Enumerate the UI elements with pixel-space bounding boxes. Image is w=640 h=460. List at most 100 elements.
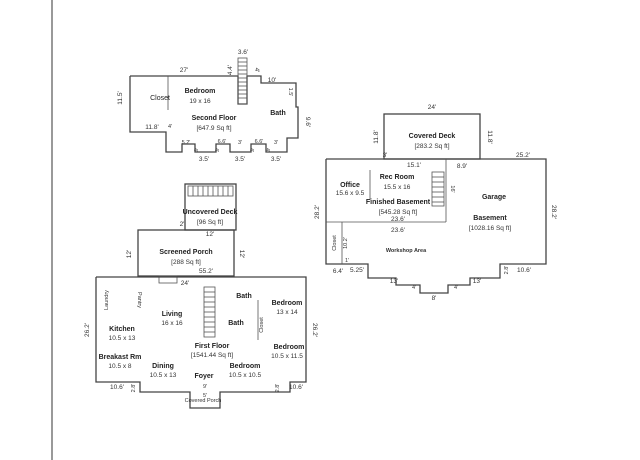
second-floor-plan: Closet Bedroom 19 x 16 Second Floor [647… (117, 49, 311, 163)
first-floor-outline (95, 276, 307, 409)
dim-b9: 4' (264, 148, 270, 152)
dim-b4a: 4' (412, 285, 416, 291)
dim-r64: 6.4' (333, 268, 343, 275)
dim-right-width: 10' (268, 77, 276, 84)
bedroom-bottom-size: 10.5 x 10.5 (229, 372, 262, 379)
screened-porch-label: Screened Porch (159, 249, 212, 256)
dim-r236b: 23.6' (391, 227, 405, 234)
bedroom-size: 19 x 16 (189, 98, 211, 105)
dim-b4: 4' (213, 148, 219, 152)
covered-porch-dim: 5' (203, 393, 207, 399)
foyer-label: Foyer (194, 373, 213, 380)
dim-s3: 3.5' (271, 156, 281, 163)
basement-plan: Covered Deck [283.2 Sq ft] 24' 11.8' 11.… (314, 104, 557, 302)
dim-deck-left: 11.8' (373, 130, 380, 143)
dim-r15: 15.1' (407, 162, 421, 169)
dim-b106: 10.6' (517, 267, 531, 274)
dim-bottom-left: 11.8' (145, 124, 158, 131)
dim-first-bottom-right: 10.6' (289, 384, 303, 391)
bedroom-right-label: Bedroom (274, 344, 305, 351)
kitchen-size: 10.5 x 13 (109, 335, 136, 342)
finished-basement-area: [545.28 Sq ft] (379, 209, 418, 216)
basement-area: [1028.16 Sq ft] (469, 225, 511, 232)
dim-right-height: 9.6' (304, 117, 311, 127)
dim-b8: 3' (274, 140, 278, 146)
living-size: 16 x 16 (161, 320, 183, 327)
dim-r525: 5.25' (350, 267, 364, 274)
second-floor-title: Second Floor (192, 115, 237, 122)
bedroom-top-size: 13 x 14 (276, 309, 298, 316)
dim-first-right-stub: 2.8' (275, 384, 281, 393)
dining-label: Dining (152, 363, 174, 370)
dim-b8: 8' (432, 295, 437, 302)
dim-tick-4: 4' (168, 124, 172, 130)
garage-label: Garage (482, 194, 506, 201)
office-size: 15.6 x 9.5 (336, 190, 365, 197)
first-floor-area: [1541.44 Sq ft] (191, 352, 233, 359)
first-floor-stairs (203, 286, 216, 338)
bedroom-right-size: 10.5 x 11.5 (271, 353, 303, 360)
dim-r236a: 23.6' (391, 216, 405, 223)
bedroom-label: Bedroom (185, 88, 216, 95)
dim-deck: 12' (206, 231, 214, 238)
dim-porch-bottom: 55.2' (199, 268, 213, 275)
screened-porch-area: [288 Sq ft] (171, 259, 201, 266)
dim-stair-v: 4.4' (227, 65, 234, 75)
covered-deck-label: Covered Deck (409, 133, 456, 140)
office-label: Office (340, 182, 360, 189)
dim-porch-left: 12' (126, 250, 133, 258)
closet-label: Closet (150, 95, 170, 102)
bedroom-top-label: Bedroom (272, 300, 303, 307)
dim-b2: 4' (192, 148, 198, 152)
kitchen-label: Kitchen (109, 326, 135, 333)
dim-r1: 1' (345, 258, 349, 264)
dim-first-left-stub: 2.8' (131, 384, 137, 393)
dim-first-bottom-left: 10.6' (110, 384, 124, 391)
second-floor-outline (129, 75, 299, 153)
covered-deck-area: [283.2 Sq ft] (414, 143, 449, 150)
dim-closet-h: 10.2' (343, 237, 349, 249)
dim-b3: 6.6' (218, 139, 227, 145)
dining-size: 10.5 x 13 (150, 372, 177, 379)
dim-b5: 3' (238, 140, 242, 146)
dim-top-width: 27' (180, 67, 188, 74)
dim-basement-left-height: 28.2' (314, 205, 321, 219)
dim-first-bottom-mid: 9' (203, 384, 207, 390)
dim-s2: 3.5' (235, 156, 245, 163)
laundry-label: Laundry (104, 290, 110, 310)
dim-b6: 6.6' (255, 139, 264, 145)
covered-porch-label: Covered Porch (185, 398, 222, 404)
finished-basement-label: Finished Basement (366, 199, 431, 206)
basement-label: Basement (473, 215, 507, 222)
dim-top-stub: 3.6' (238, 49, 248, 56)
dim-d3: 3' (383, 152, 388, 159)
porch-entry-step (158, 275, 178, 284)
first-floor-plan: Uncovered Deck [96 Sq ft] 2' 12' Screene… (84, 183, 318, 409)
dim-stair-v2: 4' (253, 68, 260, 73)
dim-deck-right: 11.8' (486, 130, 493, 143)
dim-r252: 25.2' (516, 152, 530, 159)
bath-label: Bath (270, 110, 286, 117)
dim-deck-top: 24' (428, 104, 436, 111)
dim-porch-entry: 24' (181, 280, 189, 287)
dim-basement-right-height: 28.2' (550, 205, 557, 219)
bath-top-label: Bath (236, 293, 252, 300)
dim-b13a: 13' (390, 278, 398, 285)
pantry-label: Pantry (136, 292, 142, 308)
breakfast-size: 10.5 x 8 (108, 363, 132, 370)
bedroom-bottom-label: Bedroom (230, 363, 261, 370)
dim-r89: 8.9' (457, 163, 467, 170)
dim-b28: 2.8' (504, 266, 510, 275)
dim-porch-right: 12' (238, 250, 245, 258)
first-floor-title: First Floor (195, 343, 230, 350)
dim-b4b: 4' (454, 285, 458, 291)
basement-closet-label: Closet (332, 235, 338, 251)
dim-b7: 4' (248, 148, 254, 152)
second-floor-area: [647.9 Sq ft] (196, 125, 231, 132)
dim-first-left-height: 26.2' (84, 323, 91, 337)
rec-room-size: 15.5 x 16 (384, 184, 411, 191)
workshop-label: Workshop Area (386, 248, 427, 254)
dim-s1: 3.5' (199, 156, 209, 163)
uncovered-deck-label: Uncovered Deck (183, 209, 238, 216)
breakfast-label: Breakast Rm (99, 354, 142, 361)
